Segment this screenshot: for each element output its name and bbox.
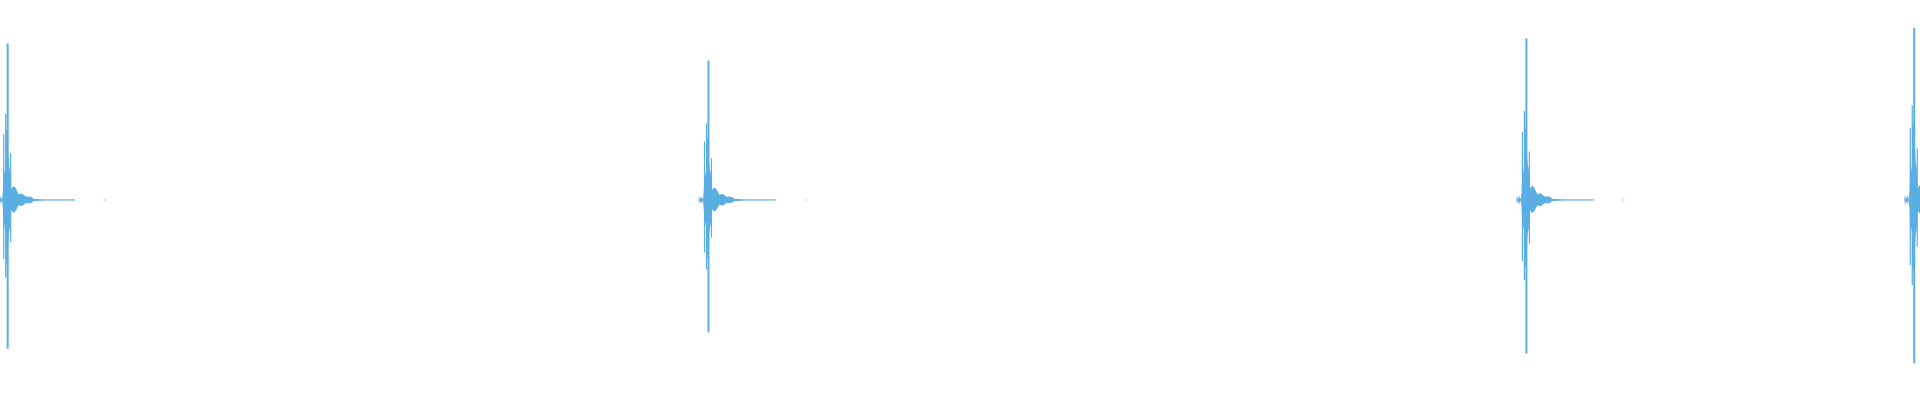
- click-envelope: [1516, 38, 1594, 349]
- click-envelope: [698, 60, 776, 329]
- click-burst: [1904, 28, 1920, 364]
- click-burst: [698, 60, 807, 333]
- click-burst: [0, 43, 106, 349]
- clicks-layer: [0, 28, 1920, 364]
- click-burst: [1516, 38, 1625, 354]
